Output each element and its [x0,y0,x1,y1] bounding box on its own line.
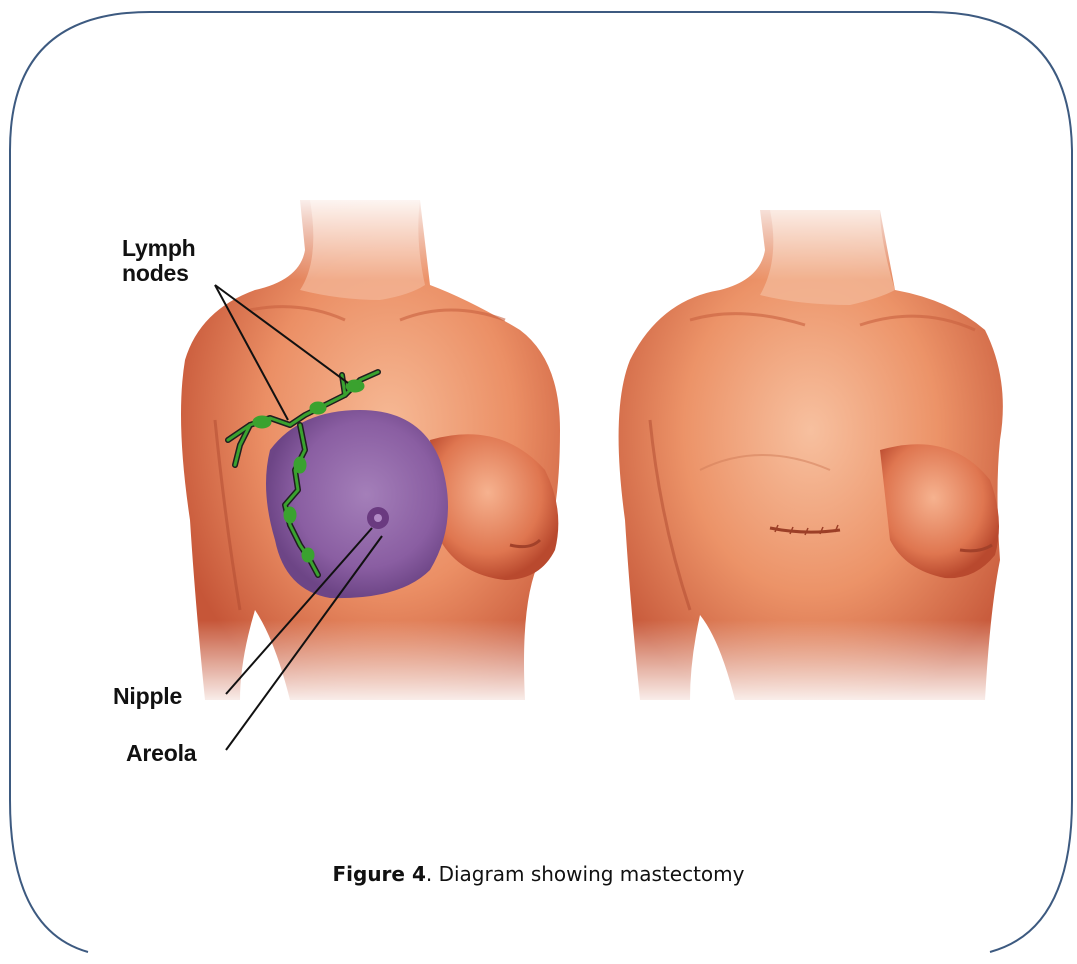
figure-number: Figure 4 [332,862,425,886]
caption-text: . Diagram showing mastectomy [426,862,745,886]
lymph-nodes-label-line1: Lymph [122,236,232,261]
lymph-nodes-label-line2: nodes [122,261,232,286]
areola-label: Areola [126,741,196,766]
nipple-label: Nipple [113,684,182,709]
lymph-nodes-label: Lymph nodes [122,236,232,286]
figure-caption: Figure 4. Diagram showing mastectomy [0,862,1077,886]
